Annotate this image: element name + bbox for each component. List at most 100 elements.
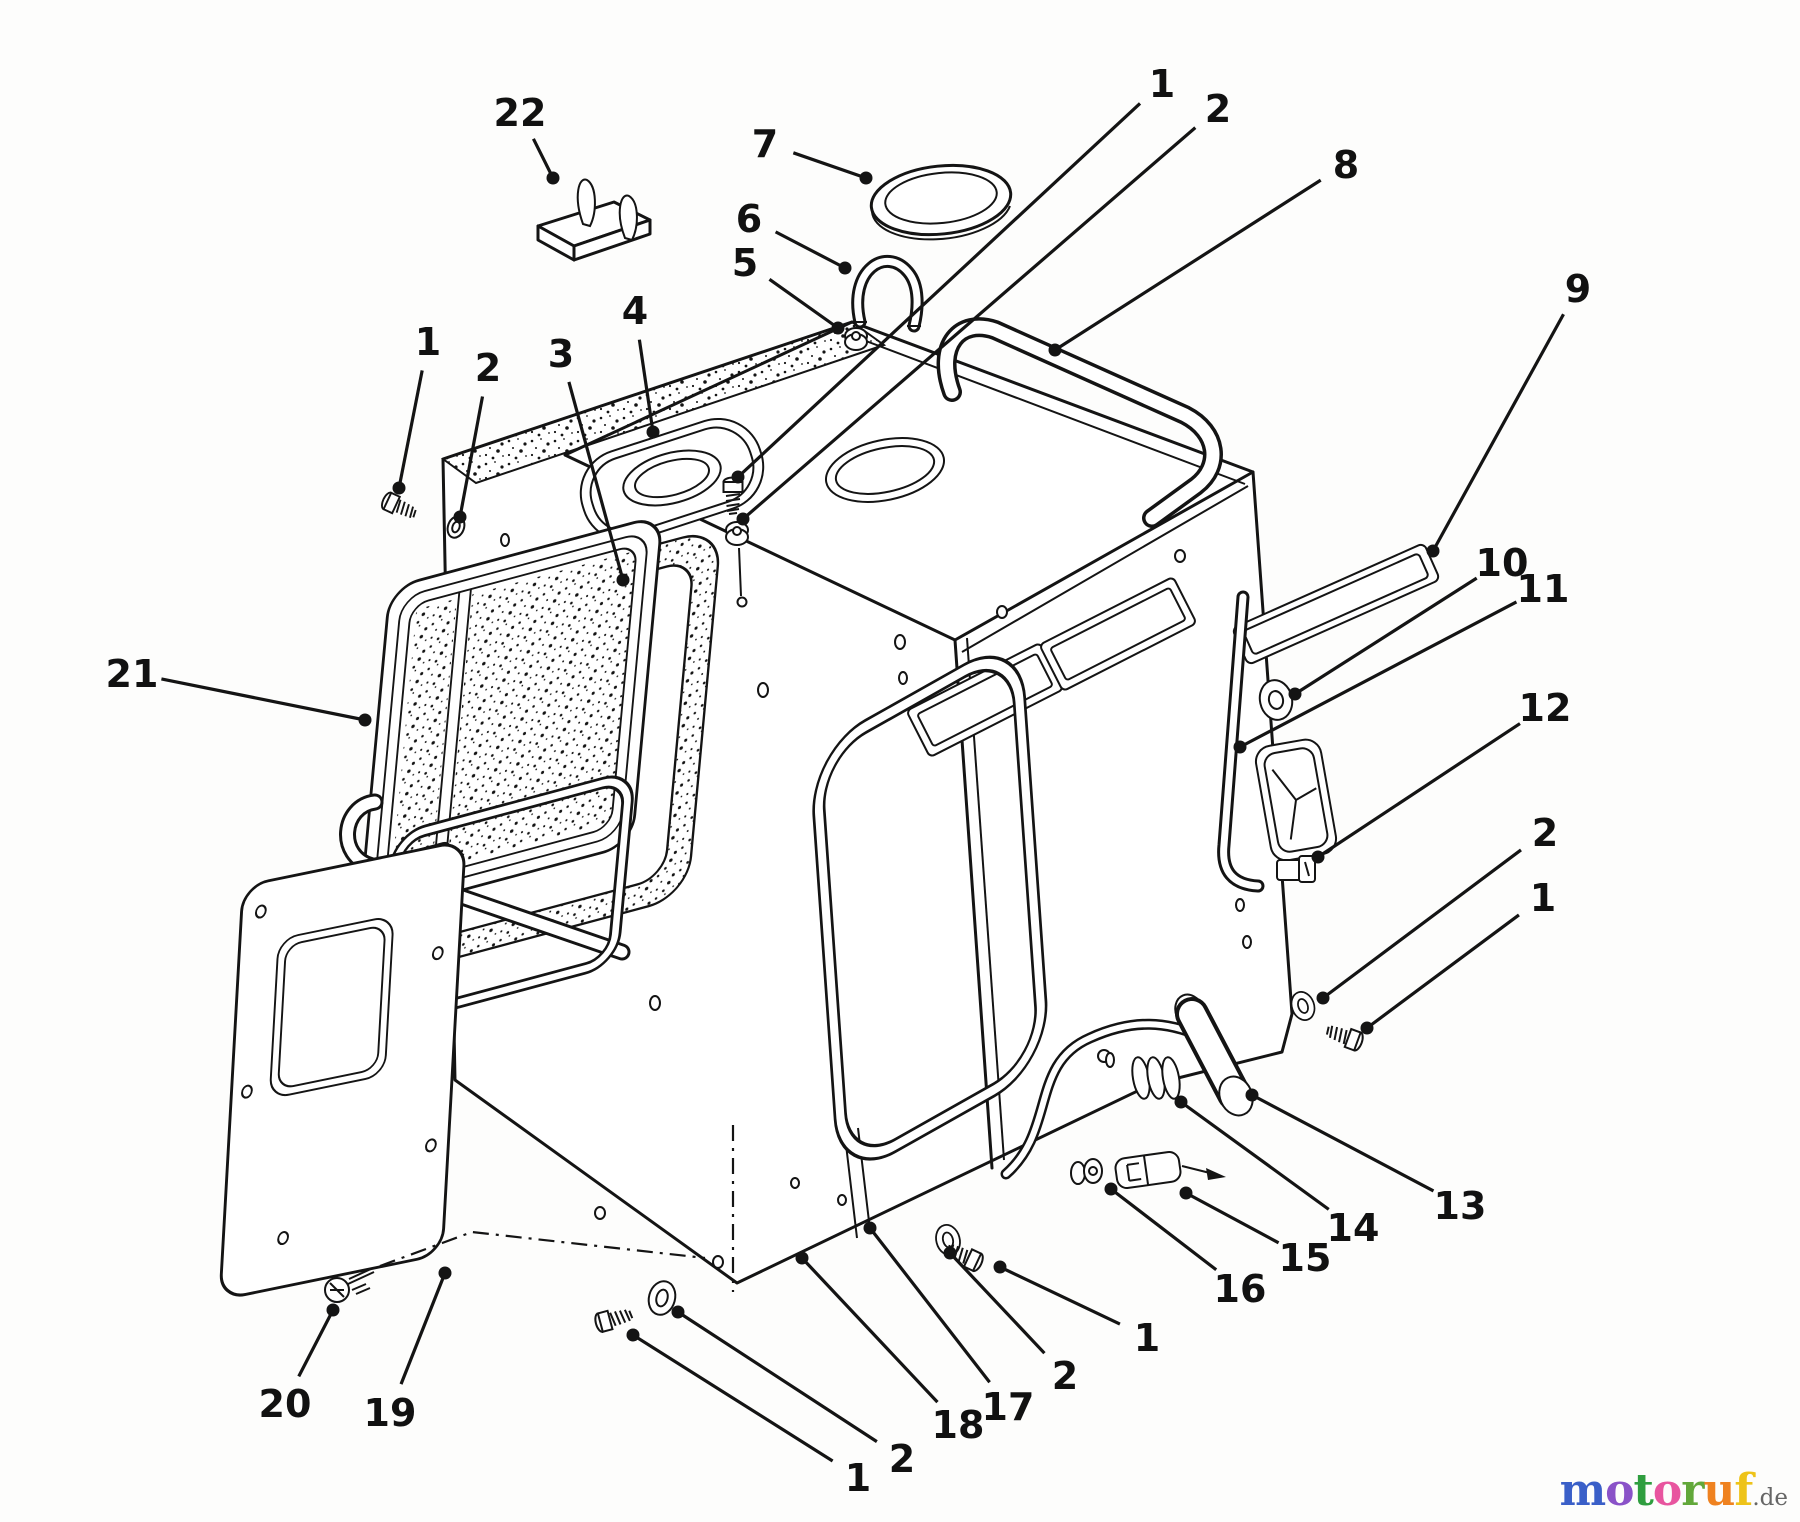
leader-dot	[1179, 1186, 1193, 1200]
callout-2: 2	[736, 87, 1231, 526]
leader-dot	[326, 1303, 340, 1317]
callout-label: 12	[1519, 686, 1572, 730]
watermark-letter: o	[1652, 1465, 1682, 1516]
leader-dot	[1288, 687, 1302, 701]
callout-1: 1	[1360, 876, 1556, 1035]
lift-handle	[936, 317, 1223, 528]
callout-18: 18	[795, 1251, 985, 1447]
callout-13: 13	[1245, 1088, 1486, 1228]
callout-2: 2	[1316, 811, 1558, 1005]
callout-10: 10	[1288, 541, 1529, 701]
leader-line	[1294, 576, 1478, 696]
side-console	[907, 543, 1440, 1053]
leader-line	[677, 1310, 878, 1443]
watermark-letter: m	[1559, 1465, 1607, 1516]
callout-19: 19	[364, 1266, 452, 1435]
callout-label: 22	[494, 91, 547, 135]
callout-label: 5	[732, 241, 758, 285]
callout-17: 17	[863, 1221, 1034, 1429]
leader-dot	[646, 425, 660, 439]
watermark-letter: o	[1605, 1465, 1634, 1516]
callout-2: 2	[943, 1246, 1078, 1398]
callout-9: 9	[1426, 267, 1591, 558]
leader-line	[736, 102, 1142, 479]
leader-dot	[1311, 850, 1325, 864]
leader-line	[458, 396, 485, 518]
callout-2: 2	[671, 1305, 915, 1481]
callout-label: 14	[1327, 1206, 1380, 1250]
callout-label: 2	[1532, 811, 1558, 855]
callout-label: 2	[889, 1437, 915, 1481]
leader-line	[297, 1309, 335, 1378]
leader-dot	[546, 171, 560, 185]
callout-label: 1	[1134, 1316, 1160, 1360]
callout-label: 3	[548, 332, 574, 376]
clip-12	[1276, 855, 1316, 883]
callout-1: 1	[731, 62, 1175, 484]
callout-22: 22	[494, 91, 560, 185]
leader-line	[774, 230, 846, 270]
leader-dot	[1104, 1182, 1118, 1196]
callout-label: 8	[1333, 143, 1359, 187]
callout-15: 15	[1179, 1186, 1331, 1280]
callout-4: 4	[622, 289, 660, 439]
callout-label: 6	[736, 197, 762, 241]
leader-dot	[731, 470, 745, 484]
watermark-letter: r	[1681, 1465, 1704, 1516]
leader-line	[1251, 1093, 1435, 1193]
nut-5	[844, 327, 868, 351]
tank-bolt	[722, 476, 749, 608]
leader-line	[768, 278, 839, 330]
leader-dot	[993, 1260, 1007, 1274]
callout-label: 11	[1517, 567, 1570, 611]
leader-dot	[1245, 1088, 1259, 1102]
leader-dot	[1233, 740, 1247, 754]
leader-line	[531, 138, 555, 179]
callout-label: 18	[932, 1403, 985, 1447]
callout-label: 2	[475, 346, 501, 390]
terminal-block-22	[536, 178, 652, 262]
leader-line	[999, 1265, 1121, 1326]
leader-dot	[795, 1251, 809, 1265]
leader-line	[741, 126, 1197, 521]
leader-line	[1180, 1100, 1330, 1211]
callout-label: 10	[1476, 541, 1529, 585]
leader-line	[1054, 178, 1322, 352]
callout-label: 2	[1205, 87, 1231, 131]
callout-label: 20	[259, 1382, 312, 1426]
leader-dot	[736, 512, 750, 526]
leader-line	[800, 1256, 939, 1404]
callout-2: 2	[453, 346, 501, 524]
leader-line	[1185, 1191, 1280, 1245]
callout-label: 9	[1565, 267, 1591, 311]
leader-dot	[616, 573, 630, 587]
access-panel	[219, 843, 706, 1303]
leader-dot	[1360, 1021, 1374, 1035]
leader-dot	[1048, 343, 1062, 357]
callout-3: 3	[548, 332, 630, 587]
callout-label: 4	[622, 289, 648, 333]
callout-label: 21	[106, 652, 159, 696]
watermark-letter: f	[1734, 1465, 1753, 1516]
callout-label: 16	[1214, 1267, 1267, 1311]
leader-dot	[671, 1305, 685, 1319]
pivot-hardware	[592, 993, 1254, 1334]
leader-dot	[358, 713, 372, 727]
callout-7: 7	[752, 122, 873, 185]
callout-14: 14	[1174, 1095, 1380, 1250]
watermark-letter: t	[1633, 1465, 1654, 1516]
leader-dot	[1174, 1095, 1188, 1109]
watermark-logo: motoruf.de	[1560, 1465, 1788, 1516]
callout-12: 12	[1311, 686, 1572, 864]
leader-dot	[392, 481, 406, 495]
callout-1: 1	[392, 320, 441, 495]
callout-label: 2	[1052, 1354, 1078, 1398]
leader-dot	[626, 1328, 640, 1342]
leader-dot	[863, 1221, 877, 1235]
leader-dot	[1426, 544, 1440, 558]
callout-1: 1	[626, 1328, 871, 1500]
callout-8: 8	[1048, 143, 1359, 357]
leader-line	[397, 370, 424, 489]
leader-line	[1317, 722, 1521, 859]
